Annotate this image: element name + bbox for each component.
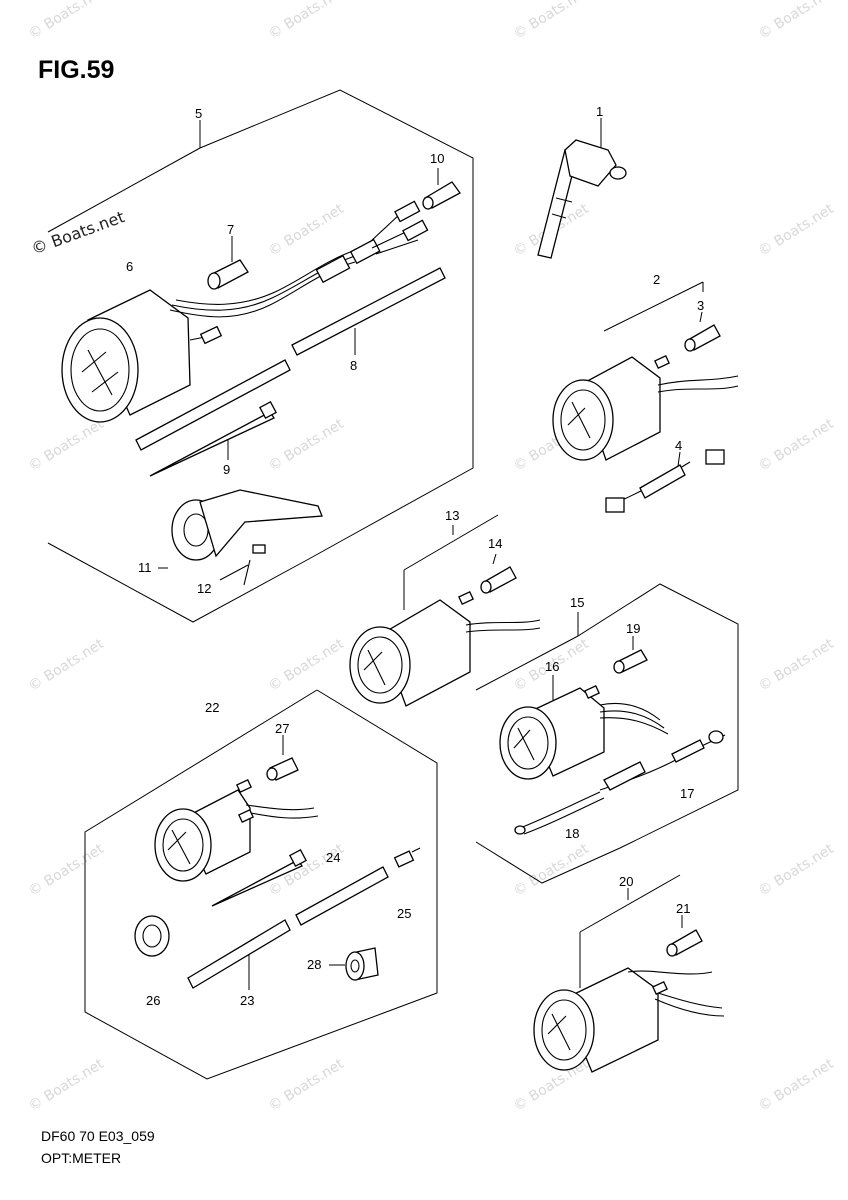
cable-tie-24	[211, 849, 307, 907]
leader-lines	[158, 118, 704, 990]
diagram-code: DF60 70 E03_059	[41, 1128, 155, 1144]
gauge-2	[552, 354, 739, 461]
callout-3: 3	[697, 298, 704, 313]
callout-4: 4	[675, 438, 682, 453]
gauge-22	[154, 778, 319, 882]
trim-sender	[537, 139, 627, 259]
grommet-28	[345, 947, 379, 981]
group-box-5	[47, 89, 474, 623]
callout-14: 14	[488, 536, 502, 551]
callout-1: 1	[596, 104, 603, 119]
meter-gauge	[61, 289, 223, 423]
callout-11: 11	[138, 560, 152, 575]
callout-6: 6	[126, 259, 133, 274]
callout-10: 10	[430, 151, 444, 166]
callout-2: 2	[653, 272, 660, 287]
callout-25: 25	[397, 906, 411, 921]
group-box-15	[475, 583, 739, 884]
callout-17: 17	[680, 786, 694, 801]
bulb-19	[613, 649, 648, 674]
callout-21: 21	[676, 901, 690, 916]
bulb-21	[666, 929, 703, 957]
pitot-bracket-11	[171, 489, 323, 561]
fitting-25	[393, 847, 421, 868]
group-box-22	[84, 689, 438, 1080]
bulb-7	[207, 259, 249, 290]
screw-12	[243, 544, 266, 586]
gauge-16	[499, 684, 669, 780]
bulb-10	[422, 181, 461, 210]
callout-18: 18	[565, 826, 579, 841]
callout-19: 19	[626, 621, 640, 636]
callout-22: 22	[205, 700, 219, 715]
callout-15: 15	[570, 595, 584, 610]
sensor-26	[134, 915, 170, 957]
callout-24: 24	[326, 850, 340, 865]
callout-13: 13	[445, 508, 459, 523]
callout-7: 7	[227, 222, 234, 237]
bulb-14	[480, 566, 517, 594]
gauge-20	[533, 967, 725, 1073]
harness-4	[605, 449, 725, 513]
callout-5: 5	[195, 106, 202, 121]
callout-12: 12	[197, 581, 211, 596]
callout-16: 16	[545, 659, 559, 674]
figure-title: FIG.59	[38, 56, 115, 84]
callout-20: 20	[619, 874, 633, 889]
meter-harness	[169, 200, 429, 318]
hose-23	[187, 866, 389, 989]
callout-9: 9	[223, 462, 230, 477]
callout-8: 8	[350, 358, 357, 373]
cable-tie-9	[149, 401, 277, 477]
diagram-name: OPT:METER	[41, 1150, 122, 1166]
callout-labels: 1 2 3 4 5 6 7 8 9 10 11 12 13 14 15 16 1…	[126, 104, 704, 1008]
harness-17	[599, 730, 726, 791]
harness-18	[514, 791, 605, 835]
callout-27: 27	[275, 721, 289, 736]
callout-23: 23	[240, 993, 254, 1008]
bulb-3	[684, 324, 721, 352]
hose-8	[135, 267, 446, 451]
callout-26: 26	[146, 993, 160, 1008]
gauge-13	[349, 590, 541, 707]
callout-28: 28	[307, 957, 321, 972]
bulb-27	[266, 757, 299, 781]
